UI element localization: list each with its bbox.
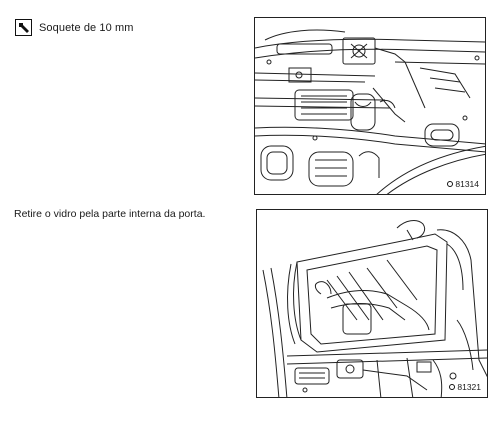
figure-number-text: 81314	[455, 179, 479, 189]
figure-door-inner-panel: 81314	[254, 17, 486, 195]
bullet-icon	[449, 384, 456, 390]
tool-note: Soquete de 10 mm	[15, 19, 134, 36]
figure-number: 81321	[449, 382, 481, 392]
tool-note-text: Soquete de 10 mm	[39, 21, 134, 34]
instruction-text: Retire o vidro pela parte interna da por…	[14, 208, 206, 220]
socket-wrench-icon	[15, 19, 32, 36]
figure-number: 81314	[447, 179, 479, 189]
door-panel-drawing	[255, 29, 485, 194]
bullet-icon	[447, 181, 454, 187]
glass-removal-drawing	[262, 220, 487, 397]
figure-glass-removal: 81321	[256, 209, 488, 398]
figure-number-text: 81321	[457, 382, 481, 392]
